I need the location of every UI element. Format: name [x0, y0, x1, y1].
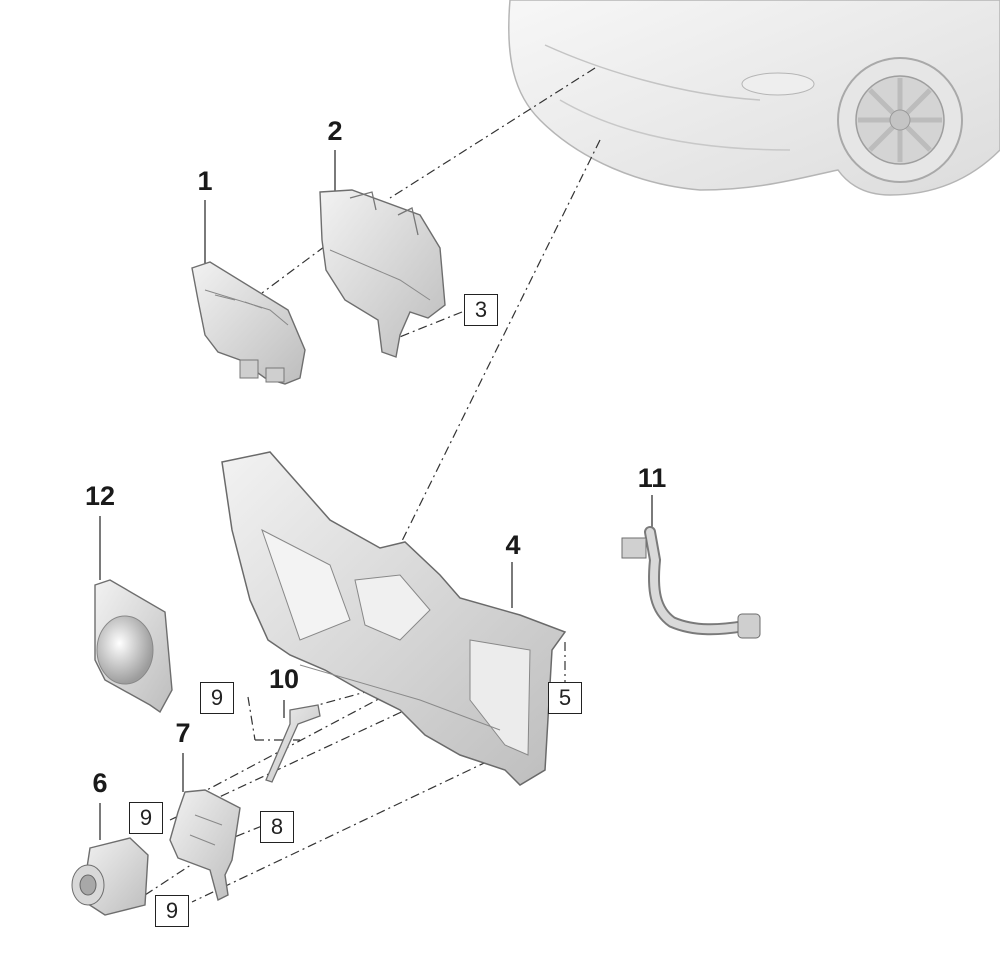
part-number-6: 6 — [92, 768, 108, 798]
part-number-7: 7 — [175, 718, 191, 748]
part-1-control-unit — [191, 261, 306, 385]
part-7-camera-bracket — [169, 789, 241, 902]
ref-box-9-upper: 9 — [200, 682, 234, 714]
ref-box-8: 8 — [260, 811, 294, 843]
part-number-11: 11 — [637, 463, 667, 493]
part-number-2: 2 — [327, 116, 343, 146]
part-number-10: 10 — [268, 664, 300, 694]
part-12-radar-sensor — [94, 579, 173, 714]
label-stems — [99, 150, 653, 840]
part-2-bracket — [319, 189, 446, 358]
ref-box-3: 3 — [464, 294, 498, 326]
part-number-1: 1 — [197, 166, 213, 196]
part-number-4: 4 — [505, 530, 521, 560]
ref-box-9-middle: 9 — [129, 802, 163, 834]
ref-box-5: 5 — [548, 682, 582, 714]
leader-lines — [144, 67, 601, 903]
part-number-12: 12 — [84, 481, 116, 511]
part-4-front-carrier — [221, 451, 567, 786]
part-10-clip — [265, 704, 321, 783]
part-11-hose — [621, 526, 761, 639]
part-6-camera — [71, 837, 149, 916]
ref-box-9-lower: 9 — [155, 895, 189, 927]
car-front-illustration — [508, 0, 1000, 196]
